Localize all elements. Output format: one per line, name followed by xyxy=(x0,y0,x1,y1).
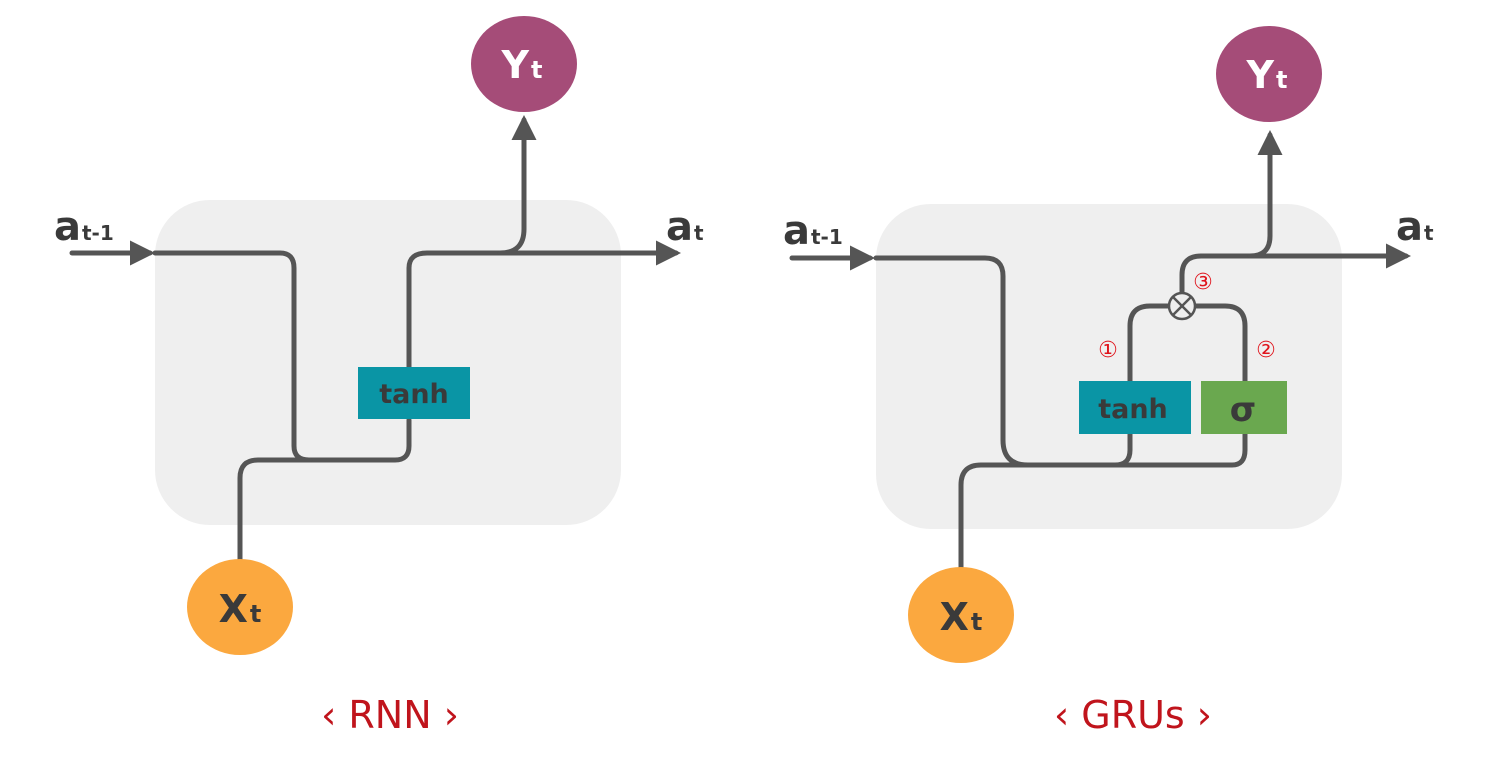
rnn-input-main: X xyxy=(219,587,248,631)
rnn-caption: ‹ RNN › xyxy=(321,693,459,737)
rnn-input-wire xyxy=(237,457,313,563)
multiply-cross-icon-b xyxy=(1172,296,1192,316)
gru-output-label: Yt xyxy=(1245,53,1287,97)
gru-input-node xyxy=(908,567,1014,663)
gru-prev-state-sub: t-1 xyxy=(811,225,843,249)
rnn-next-state-label: at xyxy=(666,204,704,250)
gru-tanh-gate xyxy=(1079,381,1191,434)
gru-output-main: Y xyxy=(1245,53,1274,97)
gru-next-state-sub: t xyxy=(1424,221,1434,245)
gru-tanh-out-wire xyxy=(1127,303,1171,384)
gru-input-label: Xt xyxy=(940,595,983,639)
rnn-prev-state-wire xyxy=(152,250,412,463)
gru-next-state-main: a xyxy=(1396,204,1423,250)
gru-output-node xyxy=(1216,26,1322,122)
gru-sigma-out-wire xyxy=(1193,303,1248,384)
rnn-next-state-sub: t xyxy=(694,221,704,245)
gru-caption: ‹ GRUs › xyxy=(1054,693,1212,737)
gru-prev-state-wire xyxy=(873,255,1133,468)
gru-prev-state-main: a xyxy=(783,208,810,254)
gru-output-sub: t xyxy=(1276,66,1287,94)
rnn-tanh-gate xyxy=(358,367,470,419)
gru-sigma-label: σ xyxy=(1230,390,1256,430)
rnn-input-sub: t xyxy=(250,600,261,628)
gru-cell-box xyxy=(876,204,1342,529)
rnn-output-node xyxy=(471,16,577,112)
rnn-next-state-main: a xyxy=(666,204,693,250)
rnn-output-label: Yt xyxy=(500,43,542,87)
gru-tanh-label: tanh xyxy=(1098,394,1168,425)
rnn-cell-box xyxy=(155,200,621,525)
gru-input-sub: t xyxy=(971,608,982,636)
gru-input-wire xyxy=(958,431,1248,571)
rnn-input-node xyxy=(187,559,293,655)
rnn-tanh-out-wire xyxy=(406,115,537,370)
gru-marker-2: ② xyxy=(1256,338,1276,363)
gru-marker-3: ③ xyxy=(1193,270,1213,295)
gru-diagram: tanh σ ① ② ③ Yt Xt at-1 at ‹ GRUs › xyxy=(783,26,1434,737)
rnn-output-main: Y xyxy=(500,43,529,87)
rnn-output-sub: t xyxy=(531,56,542,84)
gru-mult-out-wire xyxy=(1179,130,1283,295)
rnn-prev-state-main: a xyxy=(54,204,81,250)
gru-sigma-gate xyxy=(1201,381,1287,434)
rnn-tanh-label: tanh xyxy=(379,379,449,410)
rnn-prev-state-label: at-1 xyxy=(54,204,114,250)
rnn-prev-state-sub: t-1 xyxy=(82,221,114,245)
gru-prev-state-label: at-1 xyxy=(783,208,843,254)
gru-input-main: X xyxy=(940,595,969,639)
gru-next-state-label: at xyxy=(1396,204,1434,250)
rnn-diagram: tanh Yt Xt at-1 at ‹ RNN › xyxy=(54,16,704,737)
rnn-input-label: Xt xyxy=(219,587,262,631)
gru-marker-1: ① xyxy=(1098,338,1118,363)
